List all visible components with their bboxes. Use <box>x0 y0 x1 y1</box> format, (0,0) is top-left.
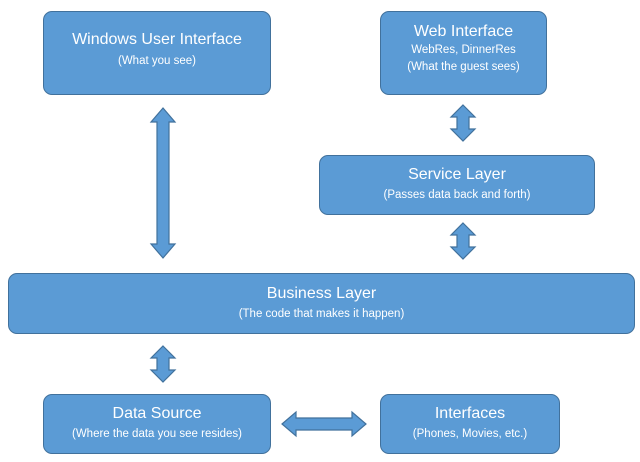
interfaces-subtitle: (Phones, Movies, etc.) <box>412 428 528 440</box>
data-source-title: Data Source <box>112 405 202 422</box>
arrow-windows-business <box>149 107 177 259</box>
interfaces-title: Interfaces <box>434 405 506 422</box>
web-interface-box: Web Interface WebRes, DinnerRes (What th… <box>380 11 547 95</box>
business-layer-subtitle: (The code that makes it happen) <box>238 308 405 320</box>
arrow-datasource-interfaces <box>281 410 367 438</box>
data-source-box: Data Source (Where the data you see resi… <box>43 394 271 454</box>
windows-ui-subtitle: (What you see) <box>118 55 196 67</box>
business-layer-box: Business Layer (The code that makes it h… <box>8 273 635 334</box>
arrow-business-datasource <box>149 345 177 383</box>
web-interface-title: Web Interface <box>413 23 514 40</box>
business-layer-title: Business Layer <box>266 285 377 302</box>
data-source-subtitle: (Where the data you see resides) <box>71 428 243 440</box>
service-layer-box: Service Layer (Passes data back and fort… <box>319 155 595 215</box>
service-layer-subtitle: (Passes data back and forth) <box>383 189 531 201</box>
arrow-service-business <box>449 222 477 260</box>
windows-ui-title: Windows User Interface <box>72 31 242 48</box>
arrow-web-service <box>449 104 477 142</box>
web-interface-subtitle: (What the guest sees) <box>407 61 520 73</box>
web-interface-apps: WebRes, DinnerRes <box>411 44 516 56</box>
windows-user-interface-box: Windows User Interface (What you see) <box>43 11 271 95</box>
service-layer-title: Service Layer <box>408 166 506 183</box>
interfaces-box: Interfaces (Phones, Movies, etc.) <box>380 394 560 454</box>
